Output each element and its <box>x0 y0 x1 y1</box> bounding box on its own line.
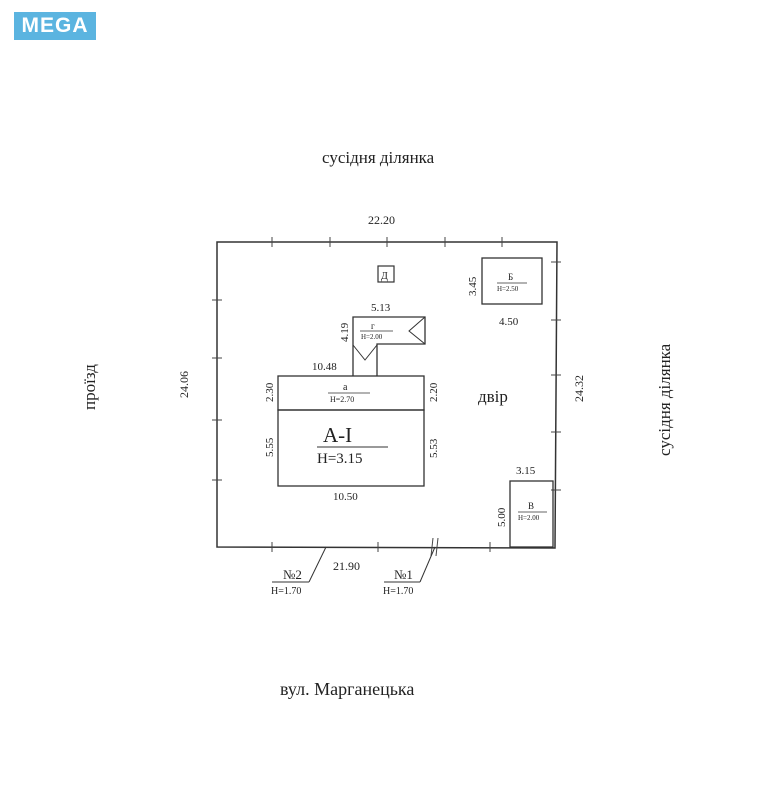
building-v-height: Н=2.00 <box>518 514 540 522</box>
building-d <box>377 265 395 283</box>
building-a-height: Н=2.70 <box>330 395 354 404</box>
building-b-dim-left: 3.45 <box>467 276 479 296</box>
dim-top: 22.20 <box>368 213 395 227</box>
boundary-ticks <box>212 237 561 557</box>
building-a-name: а <box>343 382 348 393</box>
label-right-neighbor: сусідня ділянка <box>655 343 674 456</box>
building-main-dim-right: 5.53 <box>428 438 440 458</box>
building-b-name: Б <box>508 272 513 282</box>
building-main-name: А-І <box>323 423 352 447</box>
fence-n1-name: №1 <box>394 567 413 582</box>
building-v-dim-left: 5.00 <box>496 507 508 527</box>
building-b-height: Н=2.50 <box>497 285 519 293</box>
label-left-passage: проїзд <box>80 364 99 410</box>
building-main <box>277 409 425 487</box>
building-main-dim-left: 5.55 <box>264 437 276 457</box>
fence-n2-name: №2 <box>283 567 302 582</box>
dim-right: 24.32 <box>572 375 586 402</box>
building-b <box>481 257 543 305</box>
dim-bottom: 21.90 <box>333 559 360 573</box>
dim-left: 24.06 <box>177 371 191 398</box>
building-v <box>509 480 554 548</box>
building-main-dim-bottom: 10.50 <box>333 491 358 503</box>
building-g-dim-top: 5.13 <box>371 302 391 314</box>
building-a-dim-top: 10.48 <box>312 361 337 373</box>
building-b-dim-bottom: 4.50 <box>499 316 519 328</box>
fence-n1-leader <box>419 546 436 583</box>
fence-n1-height: Н=1.70 <box>383 586 413 597</box>
building-a-dim-right: 2.20 <box>428 382 440 402</box>
building-v-name: В <box>528 501 534 511</box>
building-g-dim-left: 4.19 <box>339 322 351 342</box>
building-g <box>352 316 426 376</box>
label-top-neighbor: сусідня ділянка <box>322 148 435 167</box>
mega-logo: MEGA <box>14 12 96 40</box>
building-g-height: Н=2.00 <box>361 333 383 341</box>
lot-boundary <box>216 241 558 549</box>
building-a-dim-left: 2.30 <box>264 382 276 402</box>
label-yard: двір <box>478 387 508 406</box>
building-g-steps <box>408 316 426 345</box>
building-d-name: Д <box>381 271 388 282</box>
building-g-steps-lower <box>352 344 378 361</box>
building-main-height: Н=3.15 <box>317 451 363 467</box>
fence-n2-height: Н=1.70 <box>271 586 301 597</box>
label-street: вул. Марганецька <box>280 679 414 699</box>
building-v-dim-top: 3.15 <box>516 465 536 477</box>
fence-n2-leader <box>308 546 327 583</box>
building-g-name: г <box>371 321 375 331</box>
